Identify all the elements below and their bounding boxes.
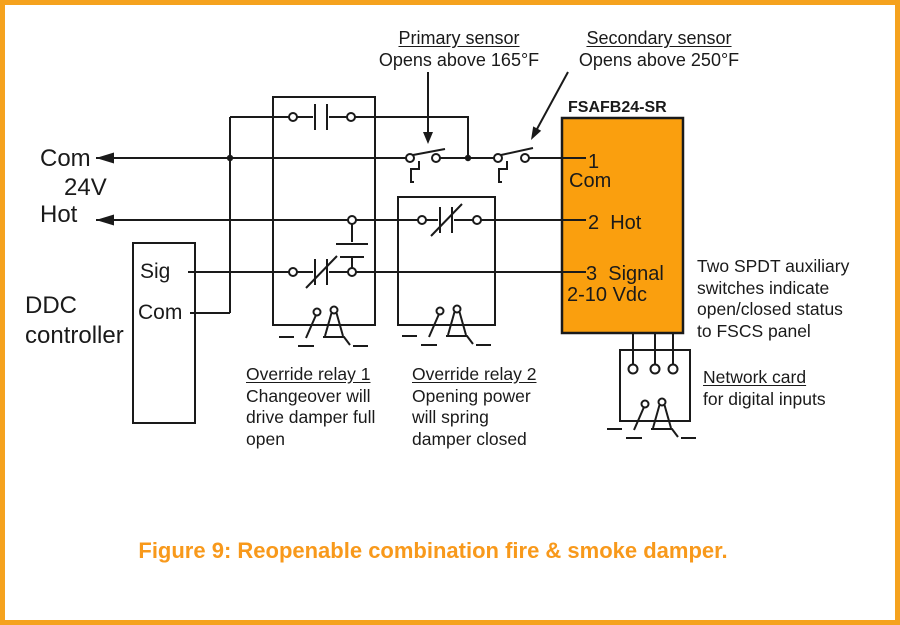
wire-relay1-no-contact [190, 104, 469, 314]
primary-arrowhead [423, 132, 433, 144]
junction-dot [464, 154, 472, 162]
override-relay1-line2: drive damper full [246, 407, 376, 427]
hot-arrowhead [96, 214, 114, 226]
aux-switches-note: Two SPDT auxiliary switches indicate ope… [697, 256, 849, 342]
override-relay1-line1: Changeover will [246, 385, 371, 406]
com-arrowhead [96, 152, 114, 164]
aux-note-line3: open/closed status [697, 299, 843, 319]
secondary-sensor-switch [498, 147, 534, 183]
network-card-desc: for digital inputs [703, 388, 826, 409]
secondary-sensor-title: Secondary sensor [586, 28, 732, 48]
network-card-title: Network card [703, 367, 807, 387]
junction-dot [226, 154, 234, 162]
wire-signal [188, 255, 586, 289]
primary-sensor-label: Primary sensor Opens above 165°F [379, 27, 539, 71]
terminal-3-label: 3 Signal [586, 263, 664, 285]
aux-note-line2: switches indicate [697, 277, 830, 298]
terminal-1-number: 1 [588, 151, 600, 173]
override-relay2-title: Override relay 2 [412, 364, 537, 384]
primary-sensor-title: Primary sensor [398, 28, 520, 48]
secondary-arrowhead [531, 126, 542, 140]
actuator-box [560, 116, 685, 335]
actuator-model-label: FSAFB24-SR [568, 99, 667, 116]
override-relay1-title: Override relay 1 [246, 364, 371, 384]
override-relay2-box [397, 196, 496, 326]
override-relay2-line2: will spring [412, 407, 489, 427]
ddc-controller-box [132, 242, 196, 424]
voltage-label: 24V [64, 174, 107, 201]
figure-caption: Figure 9: Reopenable combination fire & … [138, 538, 728, 563]
ddc-controller-label: DDC controller [25, 291, 124, 351]
wire-aux-switches [632, 333, 674, 364]
terminal-2-label: 2 Hot [588, 212, 642, 234]
hot-label: Hot [40, 201, 78, 228]
com-label: Com [40, 145, 91, 172]
network-card-label: Network card for digital inputs [703, 367, 826, 410]
relay1-armature-symbol [278, 305, 369, 347]
secondary-sensor-pointer [536, 71, 569, 130]
override-relay1-box [272, 96, 376, 326]
wire-relay1-vertical-contact [336, 224, 368, 268]
wire-hot [96, 203, 586, 237]
ddc-label-line2: controller [25, 322, 124, 349]
override-relay2-line1: Opening power [412, 385, 531, 406]
override-relay2-label: Override relay 2 Opening power will spri… [412, 364, 537, 450]
secondary-sensor-desc: Opens above 250°F [578, 50, 740, 70]
ddc-com-terminal: Com [138, 301, 183, 324]
terminal-1-label: Com [569, 170, 612, 192]
override-relay1-line3: open [246, 428, 285, 449]
aux-note-line1: Two SPDT auxiliary [697, 256, 850, 276]
secondary-sensor-label: Secondary sensor Opens above 250°F [579, 27, 739, 71]
ddc-label-line1: DDC [25, 292, 77, 319]
contact-circles [288, 112, 679, 375]
ddc-sig-terminal: Sig [140, 260, 171, 283]
override-relay1-label: Override relay 1 Changeover will drive d… [246, 364, 375, 450]
junctions-and-arrowheads [96, 126, 542, 226]
terminal-3-range: 2-10 Vdc [567, 284, 648, 306]
primary-sensor-switch [410, 148, 446, 183]
aux-note-line4: to FSCS panel [697, 320, 811, 341]
override-relay2-line3: damper closed [412, 428, 527, 449]
primary-sensor-desc: Opens above 165°F [378, 50, 540, 70]
